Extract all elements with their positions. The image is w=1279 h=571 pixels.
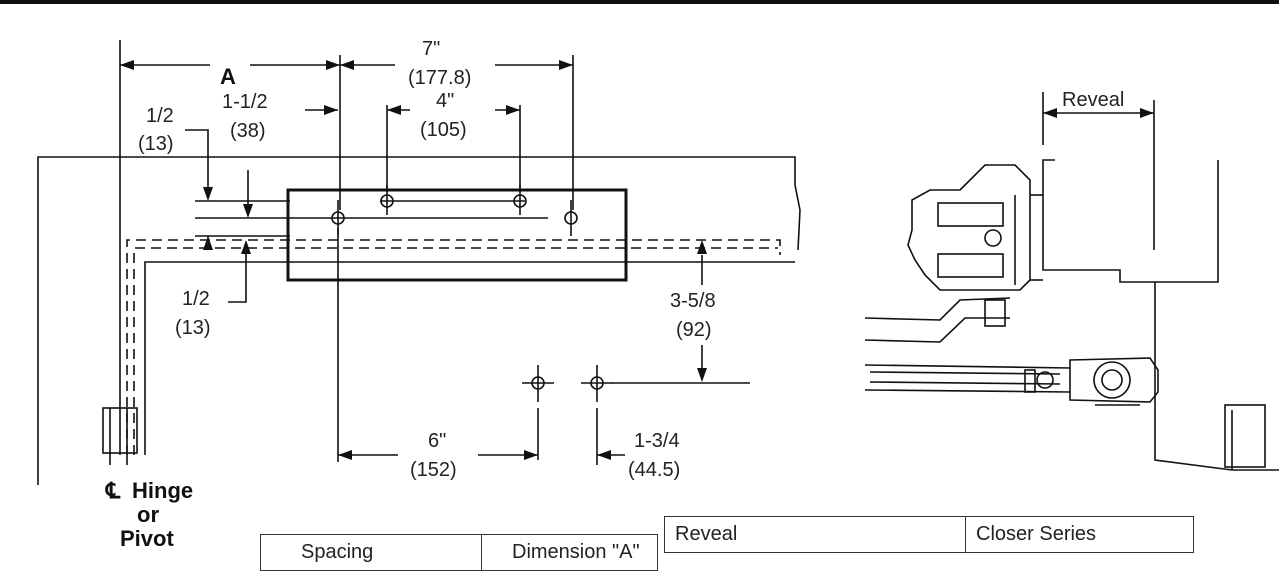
closer-side-view: Reveal (864, 89, 1279, 471)
spacing-table-header-dimension-a: Dimension "A" (481, 534, 658, 571)
dim-3-5-8-in: 3-5/8 (670, 290, 716, 312)
dim-7-mm: (177.8) (408, 67, 471, 89)
dim-1-1-2-in: 1-1/2 (222, 91, 268, 113)
dim-1-3-4-mm: (44.5) (628, 459, 680, 481)
dim-half-bot-in: 1/2 (182, 288, 210, 310)
pivot-label: Pivot (120, 526, 174, 551)
door-hidden-edge (126, 239, 781, 455)
dim-4-mm: (105) (420, 119, 467, 141)
hinge-block (102, 407, 138, 454)
dim-3-5-8-mm: (92) (676, 319, 712, 341)
reveal-table-header-closer-series: Closer Series (965, 516, 1194, 553)
dim-half-top-mm: (13) (138, 133, 174, 155)
dim-4-in: 4" (436, 90, 454, 112)
arm-hole-2 (581, 365, 613, 402)
or-label: or (137, 502, 159, 527)
dim-7-in: 7" (422, 38, 440, 60)
closer-template-drawing: A 7" (177.8) 4" (105) 1-1/2 (38) 1/2 (13… (0, 0, 1279, 551)
frame-outline (37, 156, 801, 485)
closer-body-outline (286, 188, 628, 282)
centerline-symbol: ℄ (105, 478, 121, 503)
dim-6-in: 6" (428, 430, 446, 452)
dim-1-3-4-in: 1-3/4 (634, 430, 680, 452)
mount-hole-4 (564, 200, 578, 236)
reveal-table: Reveal Closer Series (664, 516, 1194, 553)
door-outline (119, 160, 795, 455)
dim-a-label: A (220, 64, 236, 89)
dim-half-bot-mm: (13) (175, 317, 211, 339)
dim-1-1-2-mm: (38) (230, 120, 266, 142)
hinge-label: Hinge (132, 478, 193, 503)
dim-6-mm: (152) (410, 459, 457, 481)
spacing-table: Spacing Dimension "A" (260, 534, 658, 571)
reveal-table-header-reveal: Reveal (664, 516, 966, 553)
reveal-label: Reveal (1062, 89, 1124, 111)
dim-half-top-in: 1/2 (146, 105, 174, 127)
spacing-table-header-spacing: Spacing (260, 534, 482, 571)
arm-hole-1 (522, 365, 554, 402)
